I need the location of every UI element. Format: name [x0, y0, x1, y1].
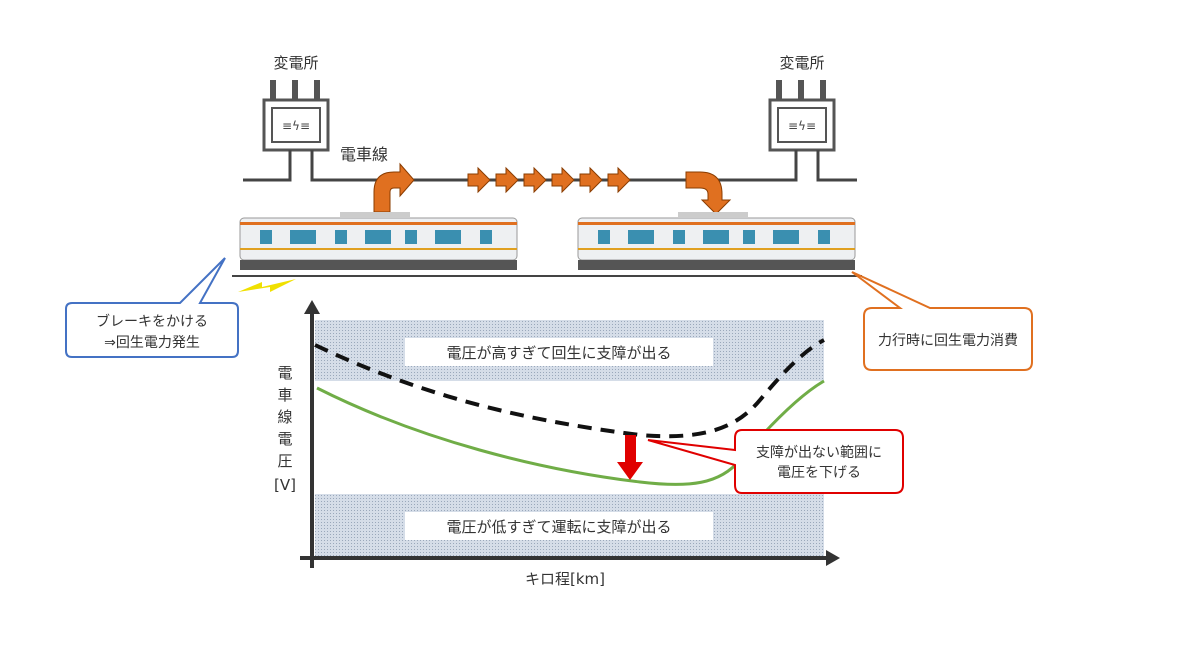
power-flow-arrows — [373, 162, 732, 215]
overhead-wire — [243, 150, 857, 182]
lower-callout-line2: 電圧を下げる — [777, 465, 861, 481]
spark-icon — [238, 279, 296, 292]
lower-voltage-arrow — [617, 435, 643, 480]
substation-right-icon — [768, 78, 836, 152]
svg-text:車: 車 — [277, 386, 292, 404]
axes — [300, 300, 840, 568]
powering-callout — [851, 271, 1033, 371]
wire-label: 電車線 — [340, 145, 388, 164]
svg-text:[V]: [V] — [274, 476, 296, 494]
brake-callout-line1: ブレーキをかける — [96, 313, 208, 330]
svg-text:電: 電 — [277, 430, 292, 448]
svg-text:圧: 圧 — [277, 452, 292, 470]
svg-text:線: 線 — [277, 408, 292, 426]
train-powering — [577, 211, 856, 271]
x-axis-label: キロ程[km] — [525, 570, 605, 588]
lower-band-label: 電圧が低すぎて運転に支障が出る — [446, 518, 671, 536]
substation-left-icon — [262, 78, 330, 152]
voltage-after-curve — [316, 379, 825, 486]
upper-band-label: 電圧が高すぎて回生に支障が出る — [446, 344, 671, 362]
svg-text:電: 電 — [277, 364, 292, 382]
substation-left-label: 変電所 — [273, 54, 318, 72]
y-axis-label: 電 車 線 電 圧 [V] — [274, 364, 296, 494]
substation-right-label: 変電所 — [779, 54, 824, 72]
voltage-before-curve — [314, 338, 825, 439]
lower-callout-line1: 支障が出ない範囲に — [756, 444, 882, 461]
train-braking — [239, 211, 518, 271]
brake-callout-line2: ⇒回生電力発生 — [104, 335, 200, 351]
lower-voltage-callout — [647, 429, 904, 494]
brake-callout — [65, 257, 239, 358]
powering-callout-text: 力行時に回生電力消費 — [878, 333, 1018, 349]
